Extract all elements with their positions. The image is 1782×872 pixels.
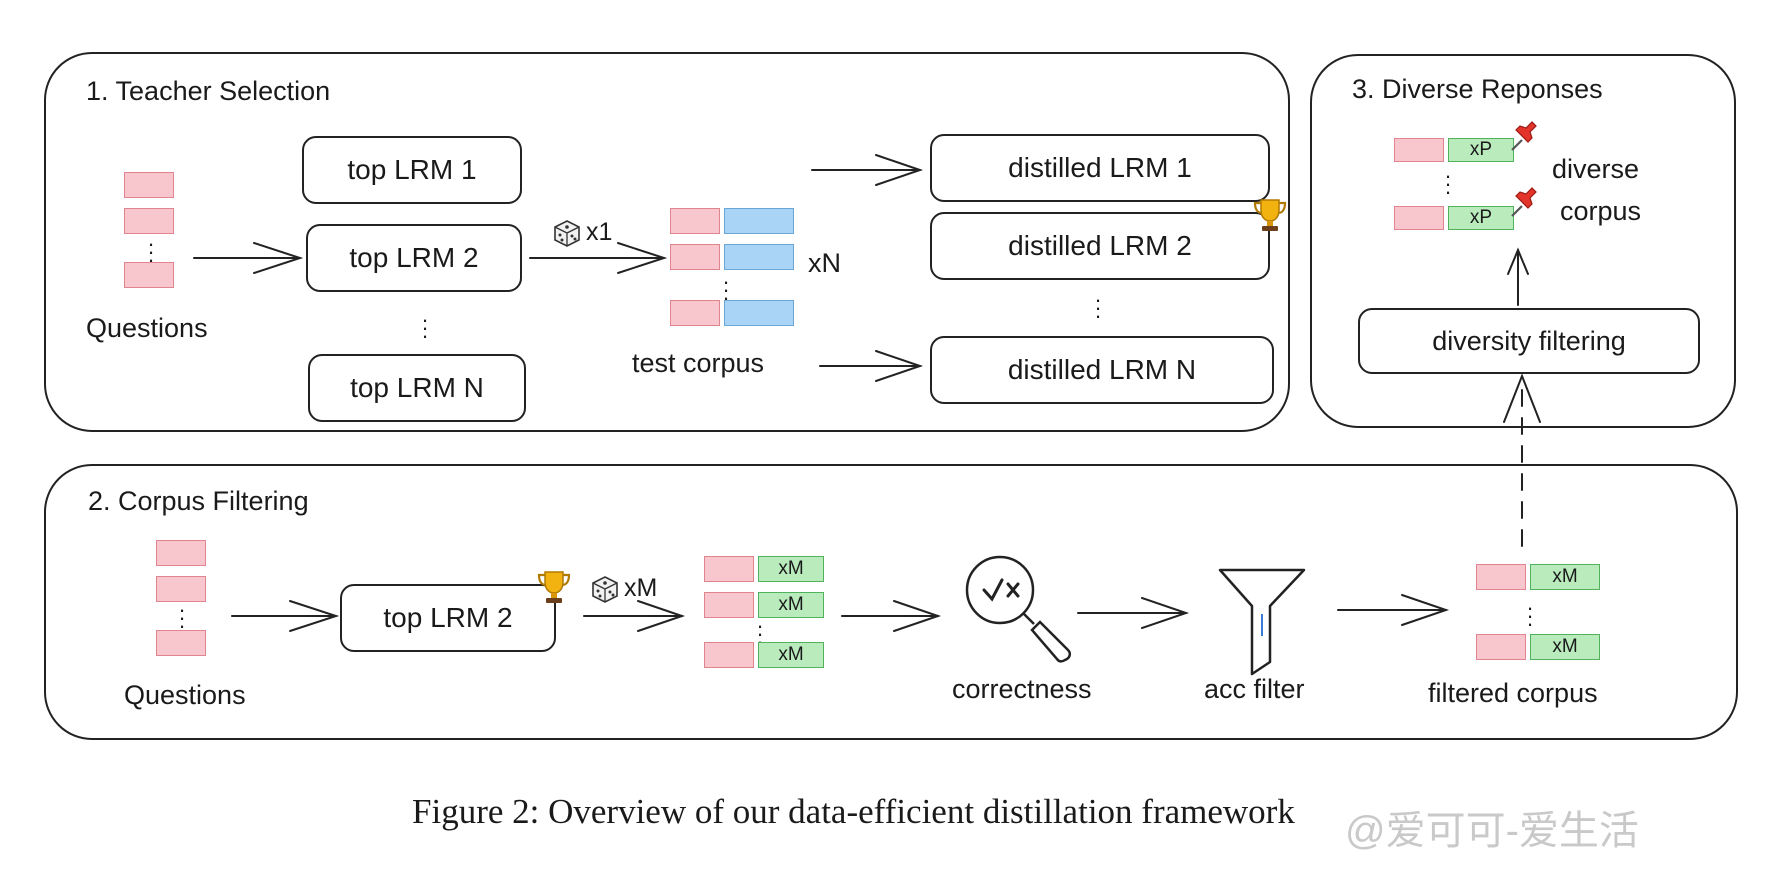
question-cell bbox=[670, 208, 720, 234]
sample-count-label: x1 bbox=[586, 218, 613, 246]
vertical-ellipsis: ··· bbox=[147, 231, 155, 272]
question-cell bbox=[1476, 634, 1526, 660]
diverse-corpus-label-line1: diverse bbox=[1552, 154, 1640, 184]
response-tag: xP bbox=[1448, 206, 1514, 230]
response-cell bbox=[724, 300, 794, 326]
dice-icon bbox=[554, 220, 580, 247]
question-cell bbox=[156, 576, 206, 602]
vertical-ellipsis: ··· bbox=[1444, 163, 1452, 204]
vertical-ellipsis: ··· bbox=[756, 613, 764, 653]
pushpin-icon bbox=[1511, 187, 1537, 217]
vertical-ellipsis: ··· bbox=[178, 597, 186, 638]
vertical-ellipsis: ··· bbox=[421, 307, 429, 348]
pushpin-icon bbox=[1511, 121, 1537, 151]
question-cell bbox=[1394, 206, 1444, 230]
sample-count-label: xM bbox=[624, 574, 658, 602]
teacher-box-n: top LRM N bbox=[308, 354, 526, 422]
panel-title: 1. Teacher Selection bbox=[86, 76, 331, 106]
arrow-filtering-to-diverse bbox=[1507, 247, 1529, 306]
arrow-questions-to-teachers bbox=[193, 242, 304, 274]
dice-icon bbox=[592, 576, 618, 603]
response-tag: xM bbox=[1530, 564, 1600, 590]
question-cell bbox=[704, 556, 754, 582]
diversity-filtering-box: diversity filtering bbox=[1358, 308, 1700, 374]
test-corpus-label: test corpus bbox=[632, 348, 765, 378]
question-cell bbox=[704, 642, 754, 668]
question-cell bbox=[156, 540, 206, 566]
question-cell bbox=[670, 244, 720, 270]
response-tag: xM bbox=[1530, 634, 1600, 660]
response-cell bbox=[724, 244, 794, 270]
question-cell bbox=[156, 630, 206, 656]
question-cell bbox=[124, 172, 174, 198]
student-box-1: distilled LRM 1 bbox=[930, 134, 1270, 202]
acc-filter-label: acc filter bbox=[1204, 674, 1305, 704]
figure-caption: Figure 2: Overview of our data-efficient… bbox=[412, 792, 1295, 831]
question-cell bbox=[670, 300, 720, 326]
filtered-corpus-label: filtered corpus bbox=[1428, 678, 1598, 708]
arrow-responses-to-correctness bbox=[841, 600, 942, 632]
question-cell bbox=[124, 262, 174, 288]
response-tag: xM bbox=[758, 642, 824, 668]
vertical-ellipsis: ··· bbox=[722, 269, 730, 310]
teacher-box-1: top LRM 1 bbox=[302, 136, 522, 204]
vertical-ellipsis: ··· bbox=[1094, 287, 1102, 328]
response-tag: xM bbox=[758, 592, 824, 618]
panel-title: 3. Diverse Reponses bbox=[1352, 74, 1603, 104]
question-cell bbox=[1394, 138, 1444, 162]
teacher-box: top LRM 2 bbox=[340, 584, 556, 652]
arrow-to-distilled-1 bbox=[811, 154, 924, 186]
panel-title: 2. Corpus Filtering bbox=[88, 486, 309, 516]
funnel-icon bbox=[1218, 568, 1306, 676]
questions-label: Questions bbox=[124, 680, 246, 710]
arrow-filter-to-filtered bbox=[1337, 594, 1450, 626]
response-tag: xP bbox=[1448, 138, 1514, 162]
teacher-box-2: top LRM 2 bbox=[306, 224, 522, 292]
arrow-to-distilled-n bbox=[819, 350, 924, 382]
student-box-2: distilled LRM 2 bbox=[930, 212, 1270, 280]
response-cell bbox=[724, 208, 794, 234]
arrow-filtered-to-diversity-dashed bbox=[1503, 373, 1541, 547]
response-tag: xM bbox=[758, 556, 824, 582]
question-cell bbox=[704, 592, 754, 618]
questions-label: Questions bbox=[86, 313, 208, 343]
vertical-ellipsis: ··· bbox=[1526, 595, 1534, 636]
trophy-icon bbox=[537, 571, 571, 603]
panel-teacher-selection bbox=[44, 52, 1290, 432]
student-box-n: distilled LRM N bbox=[930, 336, 1274, 404]
watermark: @爱可可-爱生活 bbox=[1345, 809, 1639, 853]
arrow-teacher-to-corpus bbox=[529, 242, 668, 274]
magnifier-icon bbox=[965, 555, 1072, 663]
arrow-correctness-to-filter bbox=[1077, 597, 1190, 629]
question-cell bbox=[1476, 564, 1526, 590]
panel-diverse-responses bbox=[1310, 54, 1736, 428]
diverse-corpus-label-line2: corpus bbox=[1560, 196, 1642, 226]
panel-corpus-filtering bbox=[44, 464, 1738, 740]
question-cell bbox=[124, 208, 174, 234]
corpus-multiplier-label: xN bbox=[808, 248, 841, 278]
arrow-questions-to-teacher bbox=[231, 600, 340, 632]
trophy-icon bbox=[1253, 199, 1287, 231]
correctness-label: correctness bbox=[952, 674, 1092, 704]
arrow-teacher-to-responses bbox=[583, 600, 686, 632]
